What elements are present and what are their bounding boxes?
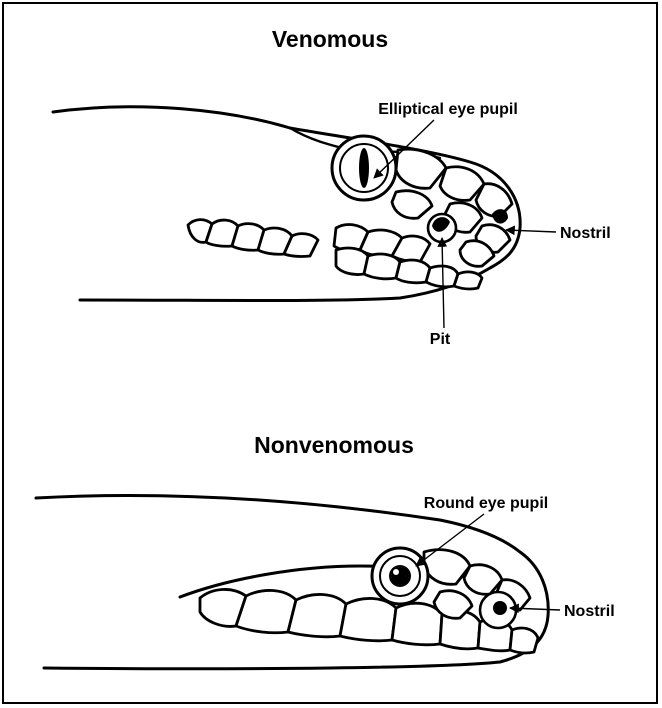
label-elliptical-eye-pupil: Elliptical eye pupil <box>378 101 518 118</box>
nostril-icon <box>493 601 507 615</box>
label-round-eye-pupil: Round eye pupil <box>424 495 548 512</box>
venomous-pit <box>428 214 456 242</box>
venomous-eye <box>332 136 396 200</box>
nonvenomous-title: Nonvenomous <box>254 432 414 458</box>
label-nonvenomous-nostril: Nostril <box>564 603 615 620</box>
pointer-pit <box>442 238 444 328</box>
elliptical-pupil-icon <box>359 148 369 188</box>
pointer-venomous-nostril <box>506 230 556 232</box>
nonvenomous-head-drawing <box>36 495 548 668</box>
nonvenomous-nostril <box>480 592 516 628</box>
round-pupil-icon <box>389 565 411 587</box>
nonvenomous-eye <box>372 548 428 604</box>
venomous-title: Venomous <box>272 26 388 52</box>
nonvenomous-section: Nonvenomous <box>36 432 615 669</box>
label-pit: Pit <box>430 331 451 348</box>
venomous-head-drawing <box>53 107 520 301</box>
venomous-section: Venomous <box>53 26 611 348</box>
label-venomous-nostril: Nostril <box>560 225 611 242</box>
